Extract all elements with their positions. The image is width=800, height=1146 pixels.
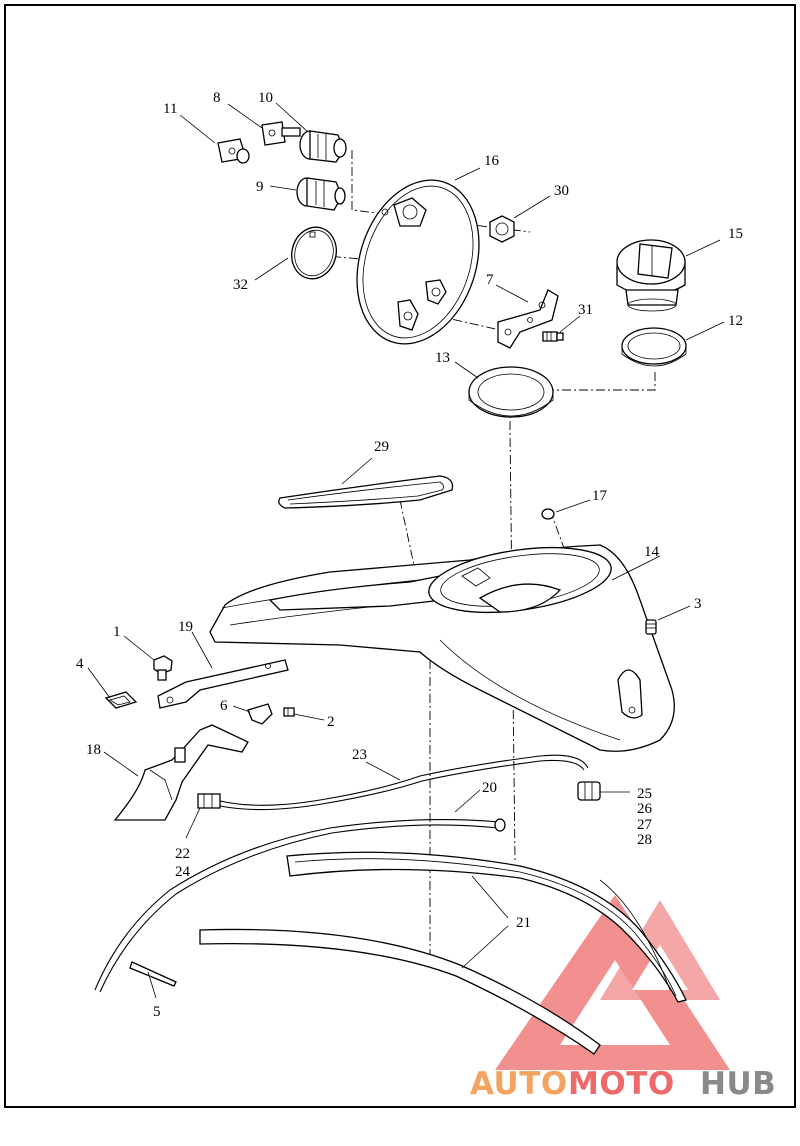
callout-4: 4 bbox=[76, 656, 84, 672]
callout-14: 14 bbox=[644, 544, 660, 560]
callout-7: 7 bbox=[486, 272, 494, 288]
part-12-gasket bbox=[621, 327, 687, 367]
part-7-bracket bbox=[497, 289, 559, 349]
callout-31: 31 bbox=[578, 302, 593, 318]
callout-10: 10 bbox=[258, 90, 273, 106]
part-3-screw bbox=[645, 619, 657, 635]
callout-29: 29 bbox=[374, 439, 389, 455]
svg-text:MOTO: MOTO bbox=[568, 1066, 675, 1102]
callout-21: 21 bbox=[516, 915, 531, 931]
callout-9: 9 bbox=[256, 179, 264, 195]
diagram-frame bbox=[4, 4, 796, 1108]
part-31-screw bbox=[542, 331, 564, 342]
callout-6: 6 bbox=[220, 698, 228, 714]
callout-2: 2 bbox=[327, 714, 335, 730]
svg-text:HUB: HUB bbox=[700, 1066, 776, 1102]
part-8-key bbox=[261, 121, 301, 146]
part-29-gasket bbox=[278, 475, 454, 509]
callout-3: 3 bbox=[694, 596, 702, 612]
callout-12: 12 bbox=[728, 313, 743, 329]
callout-8: 8 bbox=[213, 90, 221, 106]
part-2-screw bbox=[283, 707, 295, 717]
part-17-plug bbox=[541, 508, 555, 520]
part-14-console bbox=[209, 544, 675, 752]
part-13-seal bbox=[468, 366, 554, 418]
part-1-bolt bbox=[153, 655, 173, 681]
callout-24: 24 bbox=[175, 864, 191, 880]
callout-26: 26 bbox=[637, 801, 653, 817]
callout-11: 11 bbox=[163, 101, 177, 117]
callout-16: 16 bbox=[484, 153, 500, 169]
part-30-nut bbox=[489, 215, 515, 243]
callout-22: 22 bbox=[175, 846, 190, 862]
callout-13: 13 bbox=[435, 350, 450, 366]
part-23-wire bbox=[219, 754, 589, 811]
callout-5: 5 bbox=[153, 1004, 161, 1020]
part-18-switch bbox=[113, 724, 249, 821]
callout-23: 23 bbox=[352, 747, 367, 763]
callout-numbers: 11 8 10 9 16 30 32 15 12 7 31 13 29 17 1… bbox=[76, 90, 743, 1020]
part-6-clip bbox=[247, 703, 273, 725]
callout-28: 28 bbox=[637, 832, 652, 848]
callout-18: 18 bbox=[86, 742, 101, 758]
callout-32: 32 bbox=[233, 277, 248, 293]
part-19-bracket bbox=[157, 659, 289, 709]
part-22-connector bbox=[197, 793, 221, 809]
svg-text:AUTO: AUTO bbox=[470, 1066, 568, 1102]
part-5-tie bbox=[129, 961, 177, 987]
part-21-trim bbox=[199, 851, 687, 1055]
part-15-fuel-cap bbox=[616, 239, 686, 312]
part-9-lock-cylinder bbox=[296, 177, 346, 211]
callout-30: 30 bbox=[554, 183, 569, 199]
part-10-lock-cylinder bbox=[299, 130, 347, 163]
leader-lines bbox=[87, 102, 725, 999]
callout-17: 17 bbox=[592, 488, 608, 504]
callout-19: 19 bbox=[178, 619, 193, 635]
part-4-clip bbox=[104, 691, 138, 709]
callout-25: 25 bbox=[637, 786, 652, 802]
callout-27: 27 bbox=[637, 817, 653, 833]
part-20-tube bbox=[94, 818, 506, 993]
part-11-plate bbox=[217, 138, 250, 164]
callout-15: 15 bbox=[728, 226, 743, 242]
part-32-ring bbox=[291, 226, 337, 280]
part-25-connector bbox=[577, 781, 601, 801]
callout-20: 20 bbox=[482, 780, 497, 796]
callout-1: 1 bbox=[113, 624, 121, 640]
watermark-text: AUTO MOTO HUB bbox=[470, 1066, 776, 1102]
part-16-panel bbox=[356, 179, 480, 345]
